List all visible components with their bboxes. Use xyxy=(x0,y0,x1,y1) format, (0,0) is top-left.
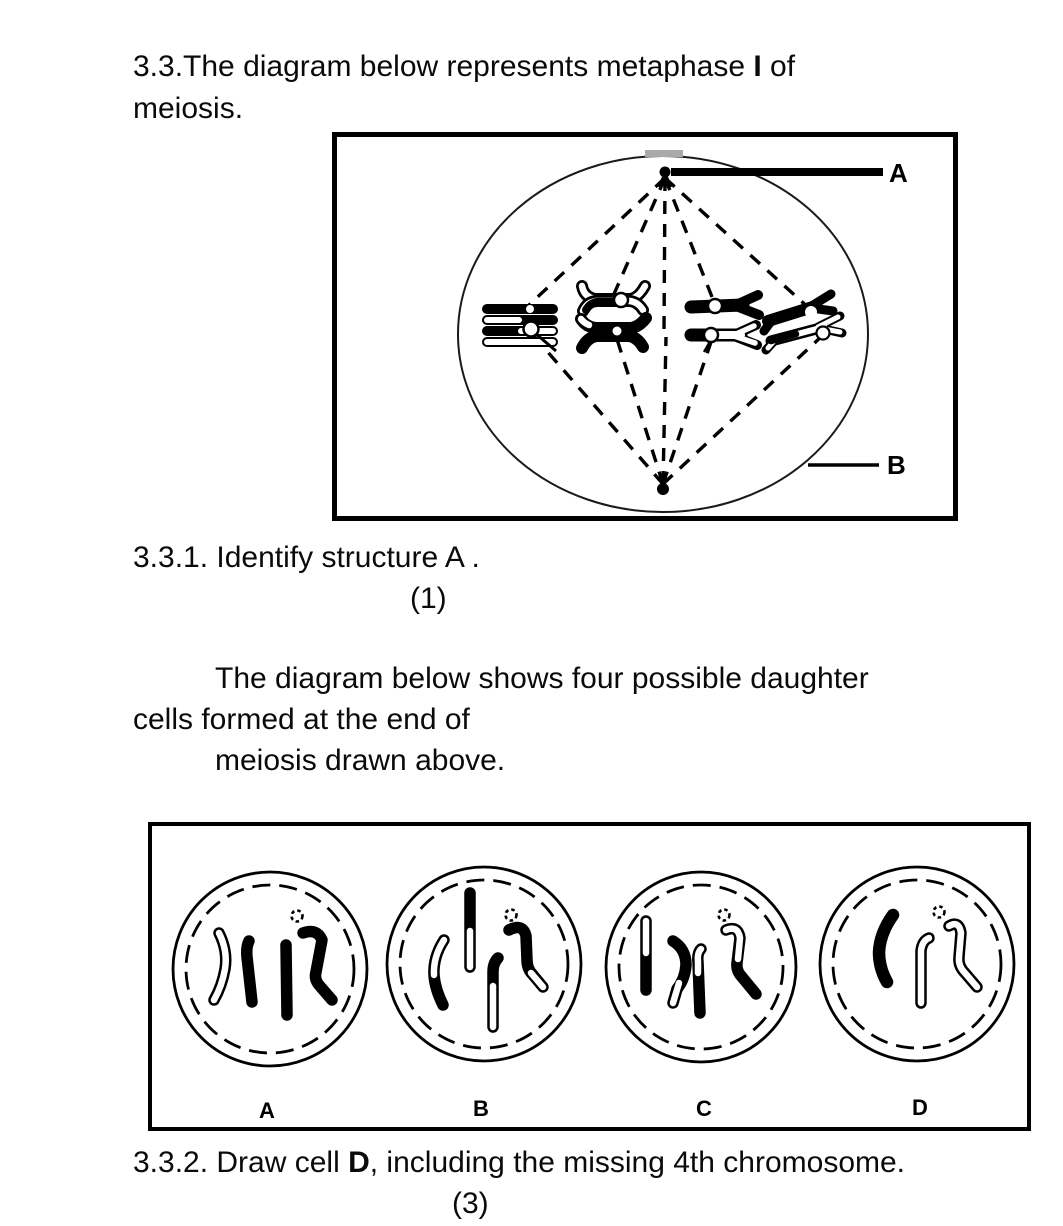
top-pole-centrosome xyxy=(659,166,671,178)
question-3-3-2-marks: (3) xyxy=(452,1187,489,1220)
label-b: B xyxy=(887,450,906,480)
centromere xyxy=(612,291,630,309)
daughter-intro-line1: The diagram below shows four possible da… xyxy=(215,662,869,695)
q332-prefix: 3.3.2. Draw cell xyxy=(133,1146,349,1179)
intro-prefix: 3.3.The diagram below represents metapha… xyxy=(133,50,754,83)
spindle-fibers-bottom xyxy=(530,332,824,486)
intro-suffix: of xyxy=(761,50,796,83)
cell-a-label: A xyxy=(259,1098,275,1123)
question-3-3-1: 3.3.1. Identify structure A . xyxy=(133,541,480,574)
q332-suffix: , including the missing 4th chromosome. xyxy=(369,1146,906,1179)
cell-membrane xyxy=(818,865,1016,1063)
question-3-3-1-marks: (1) xyxy=(410,582,447,615)
cell-membrane xyxy=(385,865,583,1063)
bivalent-4 xyxy=(759,289,847,355)
centriole-icon xyxy=(932,905,946,919)
question-3-3-intro-line2: meiosis. xyxy=(133,92,244,125)
metaphase-diagram-frame: A B xyxy=(332,132,958,521)
centriole-icon xyxy=(504,908,518,922)
chromosome xyxy=(297,925,338,1006)
nuclear-membrane xyxy=(831,878,1003,1050)
bivalent-3 xyxy=(684,290,764,353)
cell-membrane xyxy=(604,870,798,1064)
centromere xyxy=(815,325,831,341)
bivalent-2 xyxy=(575,280,652,354)
nuclear-membrane xyxy=(617,883,785,1051)
centromere xyxy=(522,320,540,338)
daughter-cell-b: B xyxy=(385,865,583,1121)
centriole-icon xyxy=(717,908,731,922)
centromere xyxy=(702,326,720,344)
centromere xyxy=(612,326,622,336)
question-3-3-intro-line1: 3.3.The diagram below represents metapha… xyxy=(133,46,795,88)
cell-b-label: B xyxy=(473,1096,489,1121)
daughter-cell-d: D xyxy=(818,865,1016,1120)
spindle-fibers-top xyxy=(527,176,812,332)
question-3-3-2: 3.3.2. Draw cell D, including the missin… xyxy=(133,1142,905,1184)
centromere xyxy=(706,297,724,315)
nuclear-membrane xyxy=(398,878,570,1050)
chromosome xyxy=(280,939,293,1021)
bivalent-1 xyxy=(482,304,558,353)
daughter-intro-line2: cells formed at the end of xyxy=(133,703,470,736)
bottom-pole-centrosome xyxy=(657,483,669,495)
chromosome xyxy=(487,952,504,1033)
daughter-cells-diagram: A B xyxy=(171,865,1016,1123)
chromosome xyxy=(241,935,258,1008)
nuclear-membrane xyxy=(184,883,356,1055)
cell-membrane xyxy=(171,870,369,1068)
q332-bold-D: D xyxy=(348,1146,370,1179)
daughter-cell-c: C xyxy=(604,870,798,1121)
intro-bold-I: I xyxy=(753,50,762,83)
centromere xyxy=(805,306,817,318)
centriole-icon xyxy=(290,909,304,923)
scan-smudge xyxy=(645,150,683,157)
daughter-intro-line3: meiosis drawn above. xyxy=(215,744,506,777)
chromosome xyxy=(872,908,900,989)
daughter-cells-frame: A B xyxy=(148,822,1031,1131)
label-a: A xyxy=(889,158,908,188)
cell-c-label: C xyxy=(696,1096,712,1121)
metaphase-diagram: A B xyxy=(457,150,908,513)
daughter-cell-a: A xyxy=(171,870,369,1123)
cell-d-label: D xyxy=(912,1095,928,1120)
